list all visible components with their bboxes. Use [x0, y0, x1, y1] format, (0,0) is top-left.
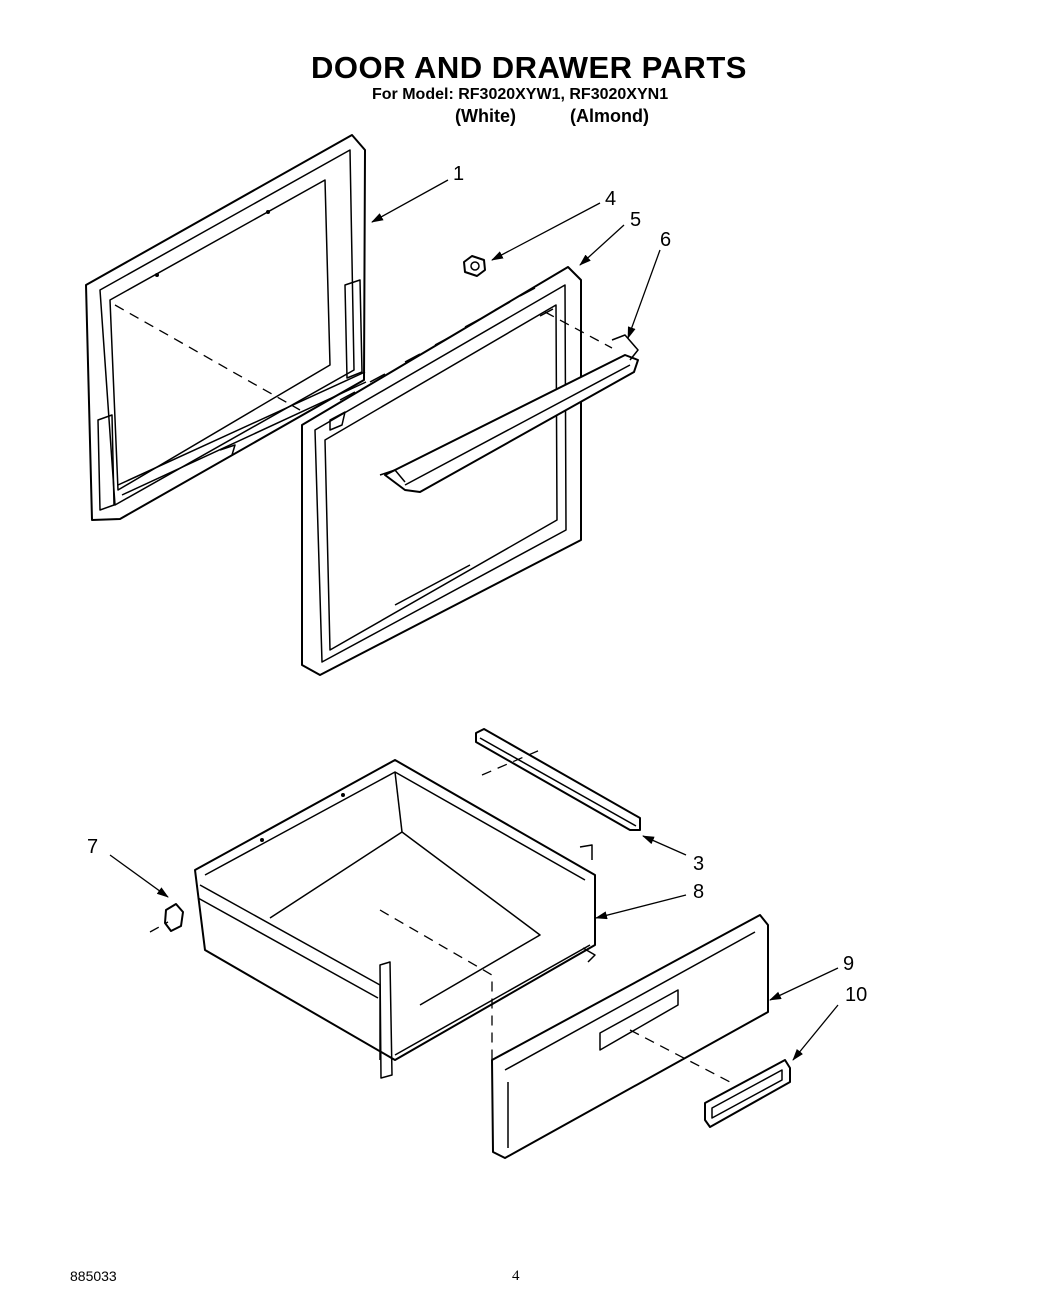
- callout-9: 9: [843, 953, 854, 975]
- drawer-body: [194, 759, 596, 1079]
- alignment-line-front: [379, 909, 493, 1060]
- callout-10: 10: [845, 984, 867, 1006]
- callout-leader-8: [595, 894, 687, 920]
- document-number: 885033: [70, 1268, 117, 1284]
- outer-door-frame: [85, 134, 367, 521]
- callout-leader-7: [109, 854, 169, 898]
- callout-4: 4: [605, 188, 616, 210]
- callout-8: 8: [693, 881, 704, 903]
- callout-3: 3: [693, 853, 704, 875]
- callout-leader-6: [627, 249, 661, 339]
- page-title: DOOR AND DRAWER PARTS: [311, 50, 747, 85]
- door-handle-bracket: [379, 334, 639, 493]
- drawer-glide: [164, 903, 184, 932]
- page-number: 4: [512, 1268, 520, 1284]
- callout-leader-3: [642, 835, 687, 856]
- alignment-line-rail: [481, 749, 541, 776]
- drawer-rail: [475, 728, 641, 831]
- color-label-almond: (Almond): [570, 106, 649, 126]
- alignment-line-handle: [629, 1029, 731, 1083]
- color-label-white: (White): [455, 106, 516, 126]
- drawer-front-panel: [491, 914, 769, 1159]
- callout-6: 6: [660, 229, 671, 251]
- callout-leader-9: [769, 967, 839, 1001]
- drawer-handle-insert: [704, 1059, 791, 1128]
- alignment-line-bracket: [544, 311, 613, 349]
- alignment-line-door: [114, 304, 301, 411]
- callout-leader-1: [371, 179, 449, 223]
- callout-7: 7: [87, 836, 98, 858]
- nut: [463, 255, 486, 277]
- callout-leader-5: [579, 224, 625, 266]
- callout-1: 1: [453, 163, 464, 185]
- callout-leader-4: [491, 202, 601, 261]
- alignment-line-glide: [149, 921, 169, 933]
- model-numbers: For Model: RF3020XYW1, RF3020XYN1: [372, 86, 669, 103]
- callout-5: 5: [630, 209, 641, 231]
- callout-leader-10: [792, 1004, 839, 1061]
